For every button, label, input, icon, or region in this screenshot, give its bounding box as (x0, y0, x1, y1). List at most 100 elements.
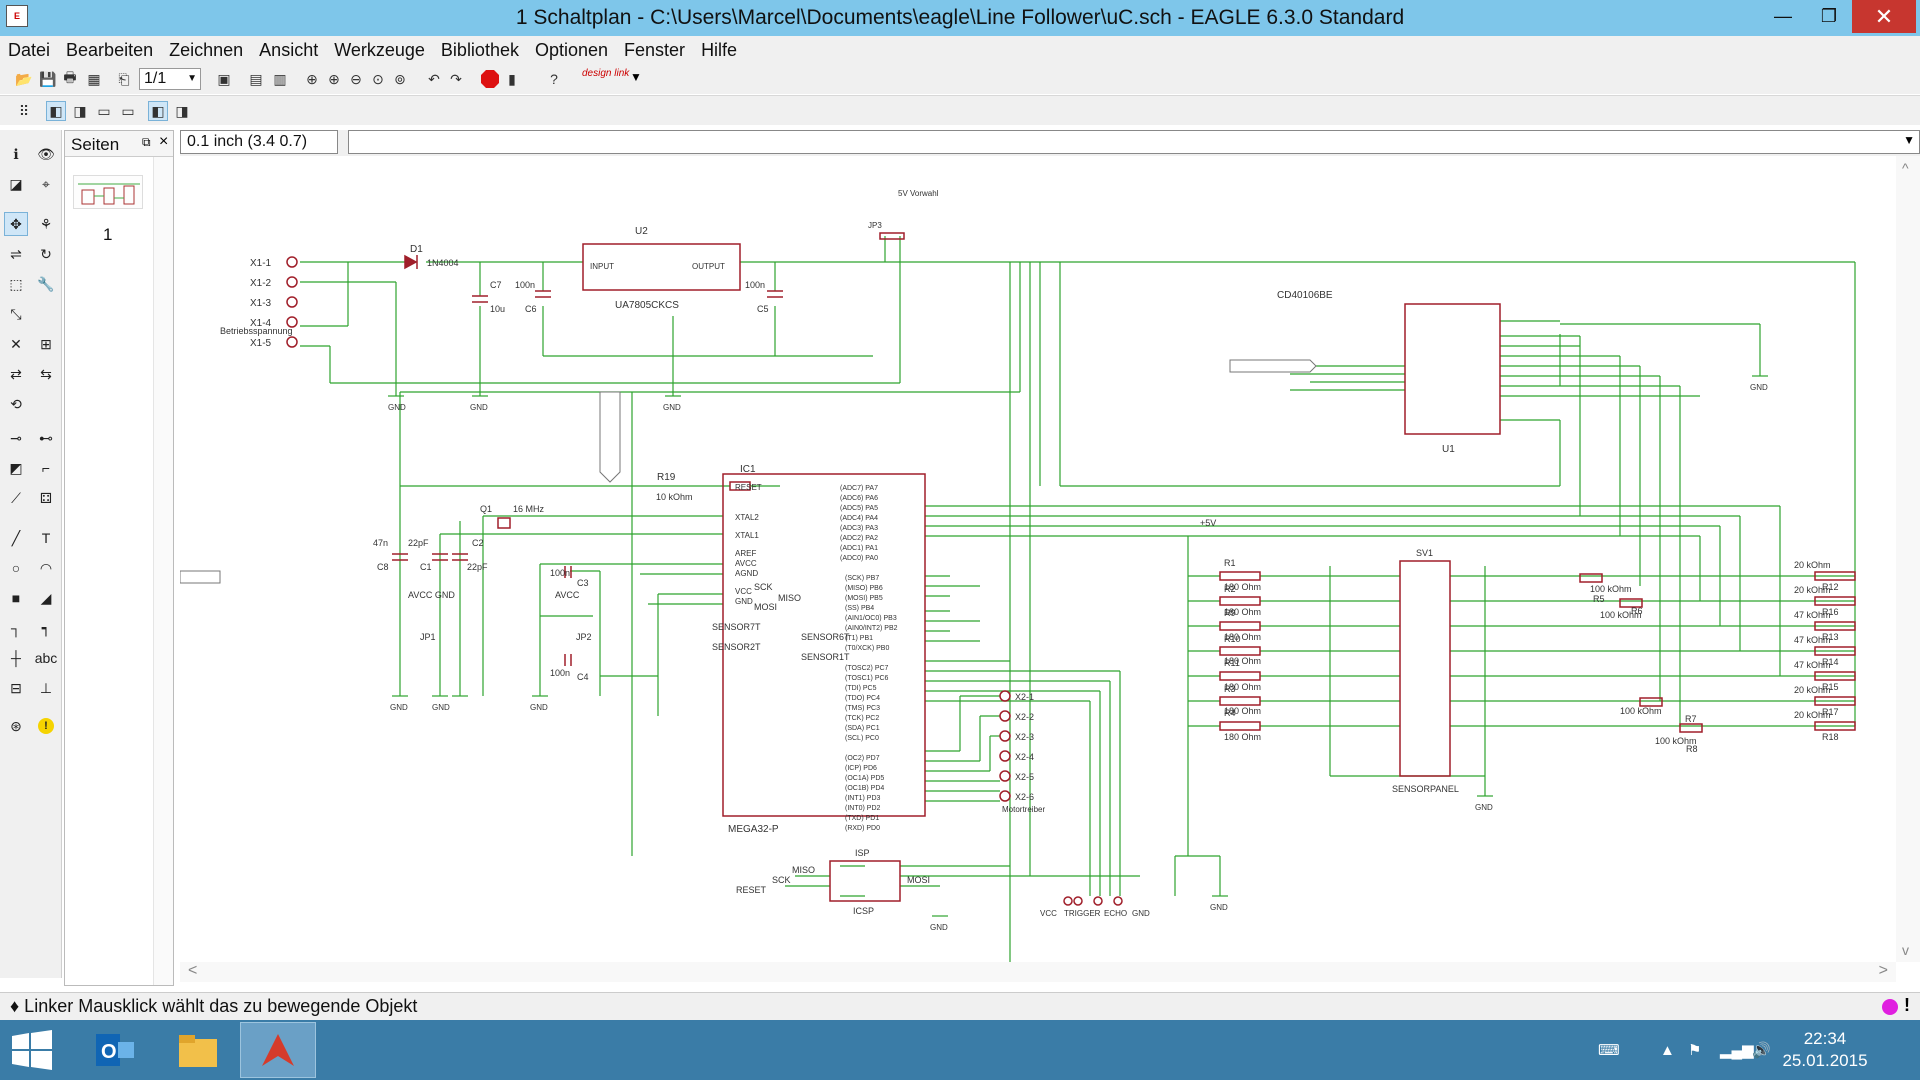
bus-icon[interactable]: ┐ (11, 620, 21, 636)
circle-icon[interactable]: ○ (11, 560, 21, 576)
mirror-a-icon[interactable]: ◧ (148, 101, 168, 121)
copy-icon[interactable]: ⚘ (39, 215, 53, 232)
layer-a-icon[interactable]: ◧ (46, 101, 66, 121)
command-line-input[interactable]: ▼ (348, 130, 1920, 154)
cam-icon[interactable]: ▦ (87, 70, 101, 87)
pinswap-icon[interactable]: ⇄ (10, 365, 22, 382)
layer-c-icon[interactable]: ▭ (97, 102, 111, 119)
sheet-icon[interactable]: ⎗ (118, 70, 130, 87)
menu-ansicht[interactable]: Ansicht (259, 39, 319, 60)
paste-icon[interactable]: ⤡ (10, 305, 22, 322)
keyboard-icon[interactable]: ⌨ (1598, 1042, 1620, 1059)
menu-bibliothek[interactable]: Bibliothek (440, 39, 519, 60)
smash-icon[interactable]: ◩ (9, 459, 23, 476)
name-icon[interactable]: ⊸ (10, 429, 22, 446)
zoom-fit-icon[interactable]: ⊕ (306, 70, 318, 87)
net-icon[interactable]: ┑ (41, 619, 51, 636)
mirror-b-icon[interactable]: ◨ (175, 102, 189, 119)
clock[interactable]: 22:34 25.01.2015 (1770, 1028, 1880, 1072)
display-icon[interactable]: ◪ (9, 175, 23, 192)
info-icon[interactable]: ℹ (13, 145, 19, 162)
grid-icon[interactable]: ⠿ (18, 102, 30, 119)
zoom-in-icon[interactable]: ⊕ (328, 70, 340, 87)
show-icon[interactable]: 👁 (37, 145, 55, 162)
label-icon[interactable]: abc (34, 650, 58, 666)
menu-datei[interactable]: Datei (8, 39, 51, 60)
zoom-select-icon[interactable]: ⊚ (394, 70, 406, 87)
zoom-redraw-icon[interactable]: ⊙ (372, 70, 384, 87)
split-icon[interactable]: ⟋ (11, 489, 21, 506)
save-icon[interactable]: 💾 (39, 70, 57, 87)
mark-icon[interactable]: ⌖ (42, 175, 50, 192)
menu-werkzeuge[interactable]: Werkzeuge (334, 39, 425, 60)
wire-icon[interactable]: ╱ (11, 529, 21, 546)
minimize-button[interactable]: — (1774, 6, 1792, 26)
menu-optionen[interactable]: Optionen (534, 39, 609, 60)
menu-hilfe[interactable]: Hilfe (701, 39, 738, 60)
scroll-left-icon[interactable]: < (188, 962, 198, 979)
rect-icon[interactable]: ■ (11, 590, 21, 606)
scroll-up-icon[interactable]: ^ (1902, 160, 1909, 176)
scroll-down-icon[interactable]: v (1902, 942, 1909, 958)
attribute-icon[interactable]: ⊟ (10, 679, 22, 696)
status-indicator-icon[interactable] (1882, 999, 1898, 1015)
sheet-select[interactable]: 1/1▼ (139, 68, 201, 90)
schematic-canvas[interactable]: X1-1 X1-2 X1-3 X1-4 X1-5 Betriebsspannun… (180, 156, 1920, 962)
show-hidden-icons-icon[interactable]: ▲ (1660, 1041, 1675, 1059)
mirror-icon[interactable]: ⇌ (10, 245, 22, 262)
pages-scrollbar[interactable] (153, 157, 173, 985)
vertical-scrollbar[interactable]: ^v (1896, 156, 1920, 962)
script-icon[interactable]: ▤ (249, 70, 263, 87)
windows-start-icon[interactable] (10, 1030, 54, 1070)
help-icon[interactable]: ? (550, 71, 558, 87)
junction-icon[interactable]: ┼ (11, 650, 21, 666)
flag-icon[interactable]: ⚑ (1688, 1042, 1702, 1059)
gateswap-icon[interactable]: ⇆ (40, 365, 52, 382)
open-icon[interactable]: 📂 (15, 70, 33, 87)
menu-zeichnen[interactable]: Zeichnen (169, 39, 244, 60)
designlink-logo[interactable]: design link (582, 68, 630, 79)
rotate-icon[interactable]: ↻ (40, 245, 52, 262)
network-icon[interactable]: ▂▄▆ (1720, 1042, 1754, 1059)
frame-icon[interactable]: ⊥ (39, 679, 53, 696)
miter-icon[interactable]: ⌐ (41, 460, 51, 476)
scroll-right-icon[interactable]: > (1878, 962, 1888, 979)
change-icon[interactable]: 🔧 (37, 275, 55, 292)
explorer-taskbar-icon[interactable] (160, 1022, 236, 1078)
text-icon[interactable]: T (41, 530, 51, 546)
volume-icon[interactable]: 🔊 (1752, 1042, 1771, 1059)
chevron-down-icon[interactable]: ▼ (1903, 133, 1915, 147)
go-icon[interactable]: ▮ (508, 70, 516, 87)
redo-icon[interactable]: ↷ (450, 70, 462, 87)
run-icon[interactable]: ▥ (273, 70, 287, 87)
group-icon[interactable]: ⬚ (9, 275, 23, 292)
replace-icon[interactable]: ⟲ (10, 395, 22, 412)
undo-icon[interactable]: ↶ (428, 70, 440, 87)
menu-bearbeiten[interactable]: Bearbeiten (66, 39, 154, 60)
stop-icon[interactable] (480, 69, 500, 89)
invoke-icon[interactable]: ⚃ (39, 489, 53, 506)
close-icon[interactable]: × (159, 133, 169, 150)
polygon-icon[interactable]: ◢ (40, 589, 52, 606)
chevron-down-icon[interactable]: ▼ (630, 70, 642, 84)
pin-icon[interactable]: ⧉ (142, 135, 151, 149)
horizontal-scrollbar[interactable]: <> (180, 962, 1896, 982)
warning-icon[interactable]: ! (1904, 995, 1910, 1015)
library-icon[interactable]: ▣ (217, 70, 231, 87)
maximize-button[interactable]: ❐ (1820, 6, 1838, 26)
layer-b-icon[interactable]: ◨ (73, 102, 87, 119)
delete-icon[interactable]: ✕ (10, 335, 22, 352)
arc-icon[interactable]: ◠ (39, 559, 53, 576)
value-icon[interactable]: ⊷ (39, 429, 53, 446)
layer-d-icon[interactable]: ▭ (121, 102, 135, 119)
errors-icon[interactable]: ! (34, 714, 58, 738)
outlook-taskbar-icon[interactable]: O (76, 1022, 152, 1078)
erc-icon[interactable]: ⊛ (10, 717, 22, 734)
zoom-out-icon[interactable]: ⊖ (350, 70, 362, 87)
menu-fenster[interactable]: Fenster (624, 39, 686, 60)
print-icon[interactable]: 🖶 (63, 69, 77, 85)
add-icon[interactable]: ⊞ (40, 335, 52, 352)
eagle-app-icon[interactable]: E (6, 5, 28, 27)
close-button[interactable]: ✕ (1852, 0, 1916, 33)
page-thumbnail[interactable] (73, 175, 143, 209)
